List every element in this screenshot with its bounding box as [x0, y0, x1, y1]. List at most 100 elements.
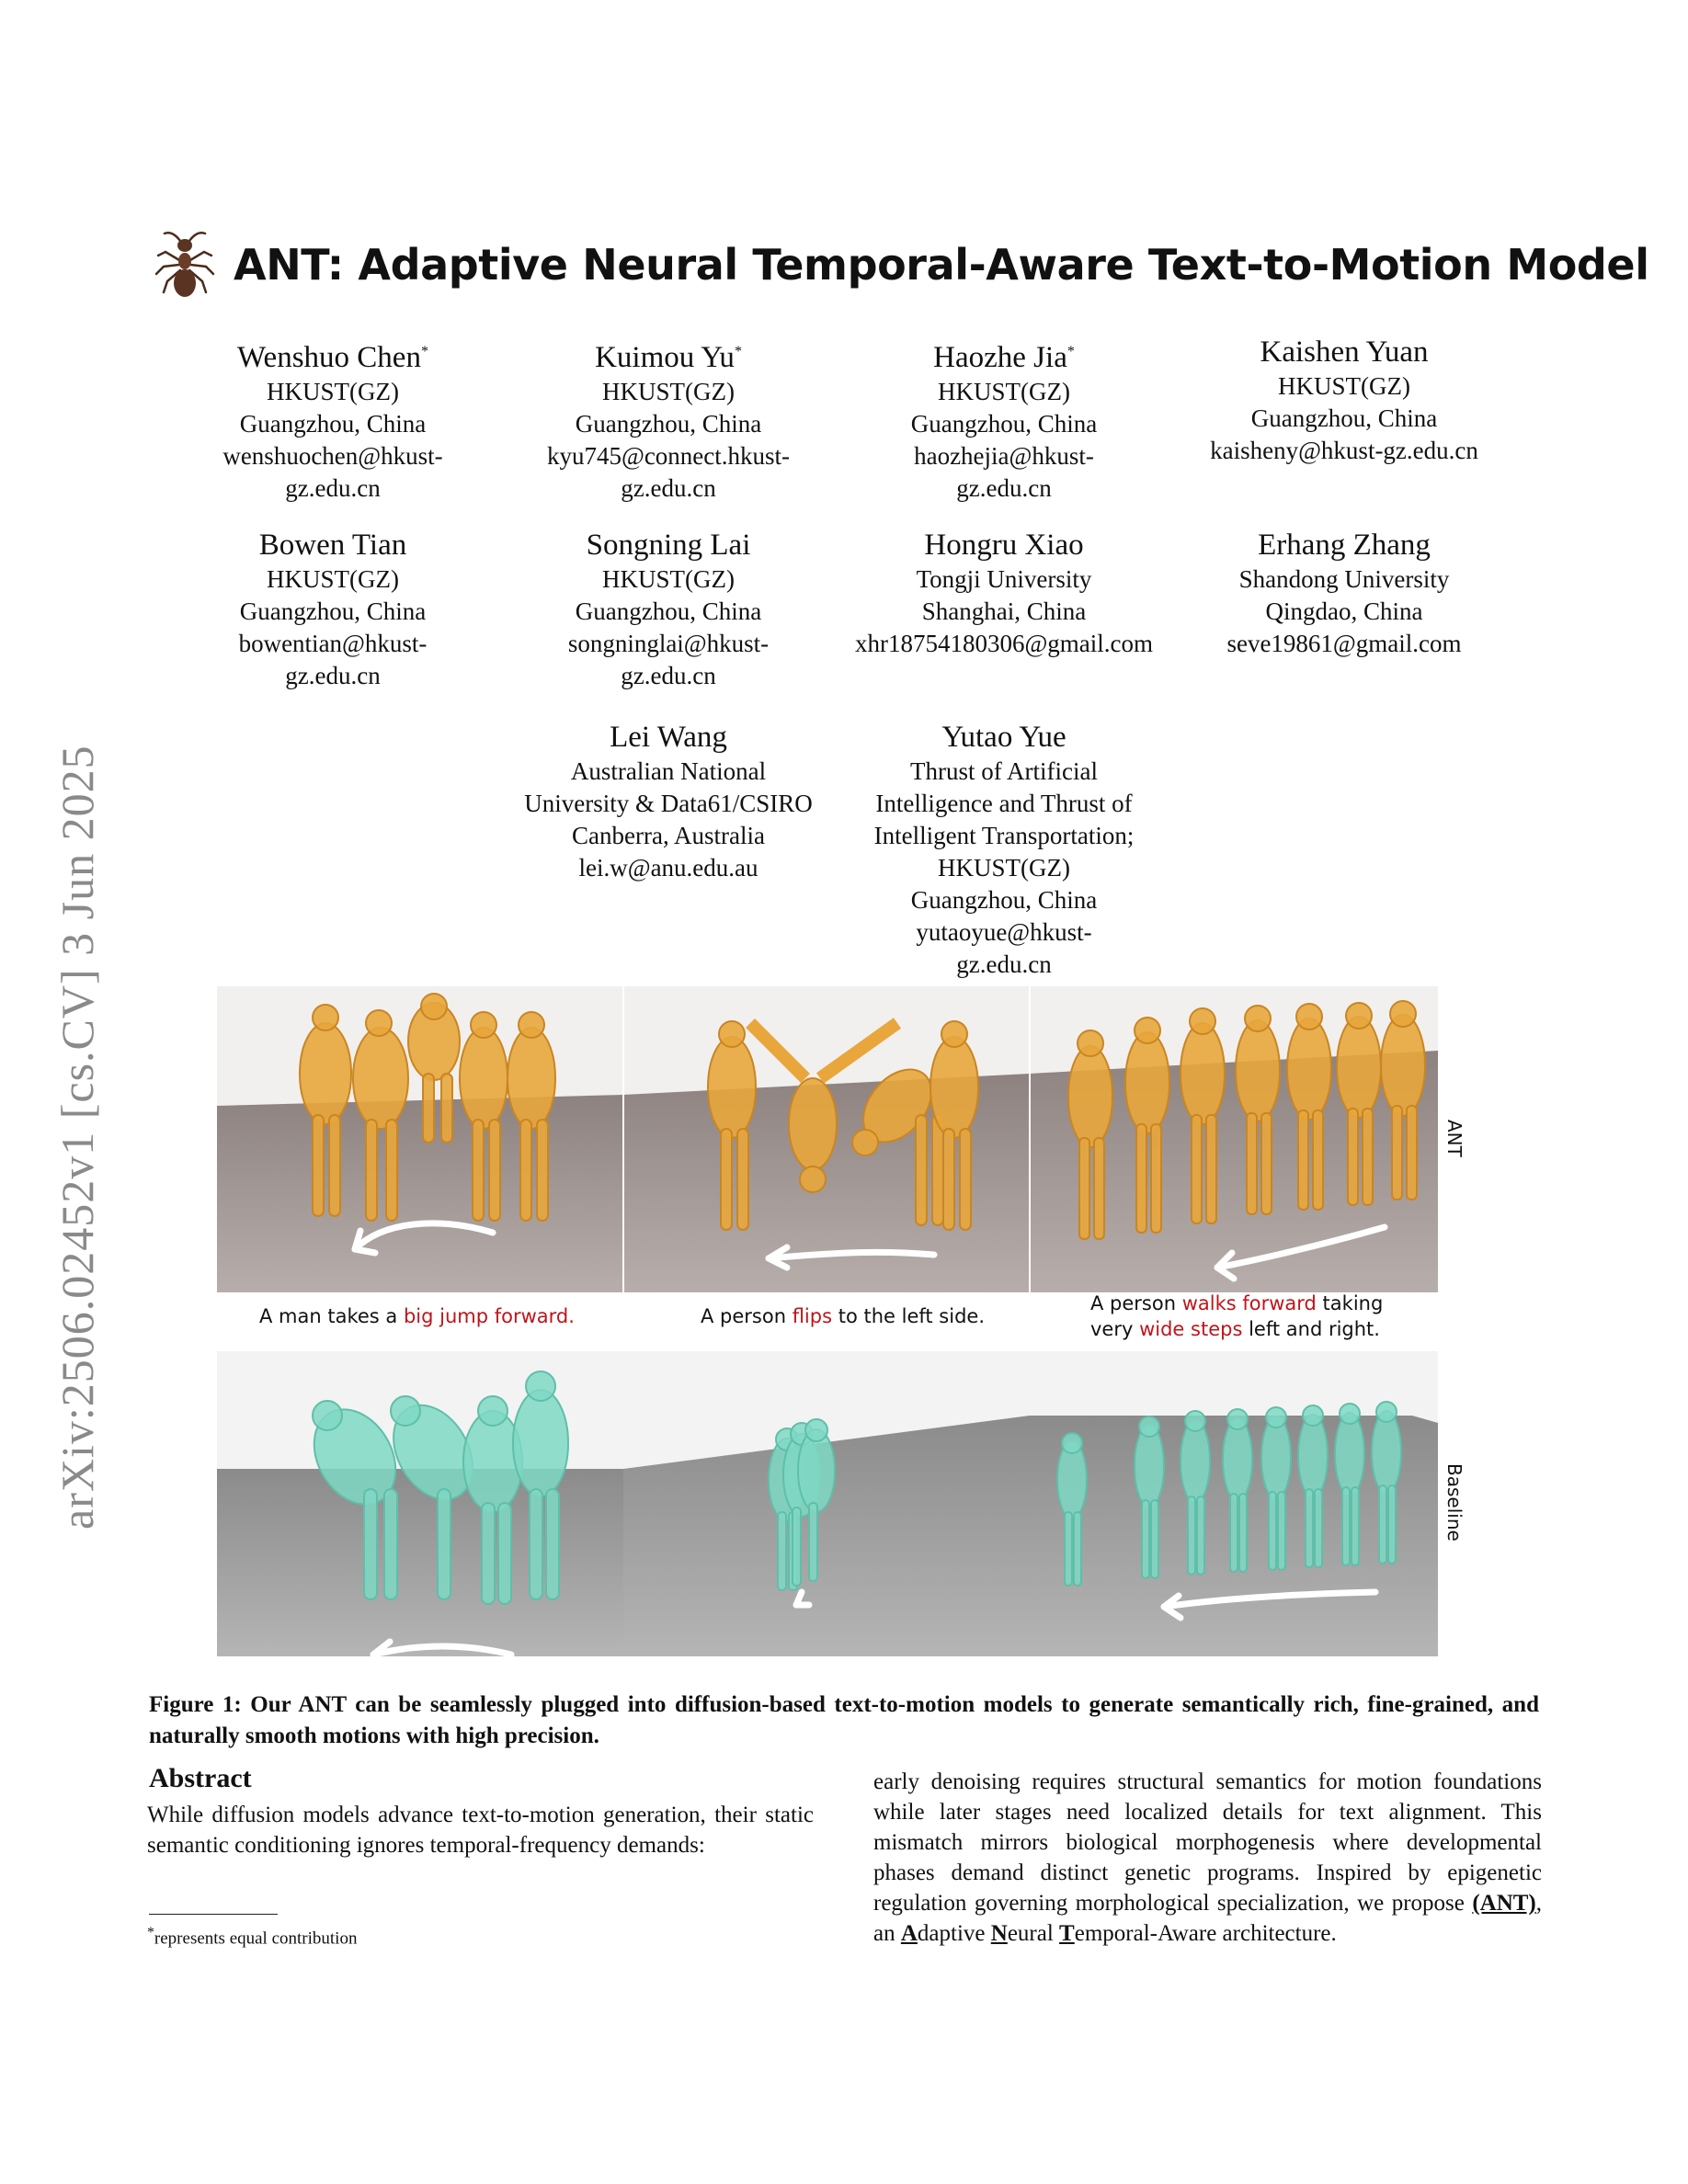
author-line: Guangzhou, China: [575, 410, 762, 438]
row-label-ant: ANT: [1443, 1120, 1466, 1157]
caption-segment: taking: [1316, 1292, 1384, 1314]
author-line: Intelligent Transportation;: [873, 822, 1135, 849]
author-line: Guangzhou, China: [239, 597, 427, 625]
footnote: *represents equal contribution: [147, 1925, 357, 1949]
author-line: gz.edu.cn: [621, 662, 716, 689]
author-line: HKUST(GZ): [938, 378, 1070, 405]
author-line: Shanghai, China: [921, 597, 1087, 625]
acronym-letter: N: [990, 1921, 1008, 1946]
author-block: Kuimou Yu* HKUST(GZ) Guangzhou, China ky…: [503, 334, 834, 505]
author-line: HKUST(GZ): [602, 378, 735, 405]
ant-figure-group: [299, 993, 1426, 1240]
figure-caption: Figure 1: Our ANT can be seamlessly plug…: [149, 1692, 1539, 1748]
author-line: gz.edu.cn: [285, 662, 381, 689]
author-line: gz.edu.cn: [285, 474, 381, 502]
author-name: Hongru Xiao: [924, 529, 1084, 562]
author-name: Kuimou Yu*: [595, 341, 742, 374]
author-line: University & Data61/CSIRO: [524, 790, 813, 817]
baseline-human-figure: [768, 1418, 836, 1591]
baseline-human-figure: [312, 1371, 569, 1605]
abstract-left-column: While diffusion models advance text-to-m…: [147, 1803, 814, 1858]
caption-highlight: wide steps: [1139, 1318, 1243, 1340]
ant-human-figure: [299, 993, 556, 1222]
prompt-caption: A person flips to the left side.: [701, 1305, 985, 1327]
prompt-caption: A man takes a big jump forward.: [259, 1305, 575, 1327]
author-line: kaisheny@hkust-gz.edu.cn: [1210, 437, 1478, 464]
prompt-caption: very wide steps left and right.: [1090, 1318, 1380, 1340]
author-block: Songning Lai HKUST(GZ) Guangzhou, China …: [503, 527, 834, 692]
author-block: Wenshuo Chen* HKUST(GZ) Guangzhou, China…: [167, 334, 498, 505]
abstract-text: , an: [873, 1891, 1542, 1946]
author-line: HKUST(GZ): [267, 565, 399, 593]
author-line: Qingdao, China: [1265, 597, 1423, 625]
author-block: Hongru Xiao Tongji University Shanghai, …: [838, 527, 1169, 660]
abstract-right-column: early denoising requires structural sema…: [873, 1767, 1542, 1949]
author-name: Erhang Zhang: [1258, 529, 1431, 562]
acronym-letter: A: [900, 1921, 918, 1946]
author-line: HKUST(GZ): [602, 565, 735, 593]
abstract-text: daptive: [917, 1921, 991, 1946]
caption-segment: A man takes a: [259, 1305, 404, 1327]
author-name: Wenshuo Chen*: [237, 341, 428, 374]
ant-human-figure: [707, 1018, 979, 1231]
author-line: Intelligence and Thrust of: [875, 790, 1133, 817]
caption-segment: A person: [701, 1305, 793, 1327]
author-line: xhr18754180306@gmail.com: [854, 630, 1154, 657]
author-line: Guangzhou, China: [1250, 404, 1438, 432]
author-line: gz.edu.cn: [956, 950, 1052, 978]
author-name: Bowen Tian: [258, 529, 407, 562]
author-name: Lei Wang: [610, 721, 727, 754]
author-line: bowentian@hkust-: [238, 630, 428, 657]
author-line: gz.edu.cn: [621, 474, 716, 502]
caption-segment: A person: [1090, 1292, 1182, 1314]
author-line: haozhejia@hkust-: [914, 442, 1094, 470]
row-label-baseline: Baseline: [1443, 1463, 1466, 1541]
ant-icon: [154, 232, 215, 297]
author-line: Guangzhou, China: [910, 886, 1098, 914]
footnote-text: represents equal contribution: [154, 1928, 358, 1949]
author-line: Guangzhou, China: [239, 410, 427, 438]
figure-baseline-row: [217, 1351, 1438, 1656]
author-block: Haozhe Jia* HKUST(GZ) Guangzhou, China h…: [838, 334, 1169, 505]
arxiv-identifier: arXiv:2506.02452v1 [cs.CV] 3 Jun 2025: [51, 745, 103, 1530]
author-line: Thrust of Artificial: [910, 757, 1098, 785]
prompt-caption: A person walks forward taking: [1090, 1292, 1383, 1314]
paper-title: ANT: Adaptive Neural Temporal-Aware Text…: [234, 240, 1649, 290]
author-name: Yutao Yue: [941, 721, 1066, 754]
author-block: Erhang Zhang Shandong University Qingdao…: [1174, 527, 1514, 660]
baseline-figure-group: [312, 1371, 1402, 1605]
author-line: Guangzhou, China: [910, 410, 1098, 438]
author-name: Kaishen Yuan: [1260, 336, 1429, 369]
ant-human-figure: [1067, 1000, 1426, 1240]
abstract-text: early denoising requires structural sema…: [873, 1769, 1542, 1916]
author-name: Songning Lai: [586, 529, 751, 562]
author-line: Tongji University: [916, 565, 1092, 593]
author-line: Australian National: [570, 757, 767, 785]
author-block: Yutao Yue Thrust of Artificial Intellige…: [838, 719, 1169, 981]
figure-ant-row: [217, 986, 1438, 1292]
author-line: Canberra, Australia: [572, 822, 765, 849]
abstract-heading: Abstract: [149, 1763, 252, 1793]
caption-segment: to the left side.: [832, 1305, 986, 1327]
author-line: wenshuochen@hkust-: [222, 442, 443, 470]
author-block: Bowen Tian HKUST(GZ) Guangzhou, China bo…: [167, 527, 498, 692]
caption-highlight: walks forward: [1181, 1292, 1317, 1314]
abbreviation: (ANT): [1472, 1891, 1536, 1916]
author-name: Haozhe Jia*: [933, 341, 1075, 374]
caption-segment: very: [1090, 1318, 1140, 1340]
abstract-text: emporal-Aware architecture.: [1074, 1921, 1337, 1946]
caption-segment: left and right.: [1242, 1318, 1380, 1340]
caption-highlight: flips: [792, 1305, 833, 1327]
author-line: gz.edu.cn: [956, 474, 1052, 502]
author-line: lei.w@anu.edu.au: [578, 854, 758, 882]
author-line: seve19861@gmail.com: [1226, 630, 1462, 657]
author-line: HKUST(GZ): [1278, 372, 1410, 400]
author-line: songninglai@hkust-: [567, 630, 770, 657]
caption-highlight: big jump forward.: [403, 1305, 575, 1327]
footnote-rule: [149, 1914, 278, 1915]
author-line: Guangzhou, China: [575, 597, 762, 625]
author-block: Lei Wang Australian National University …: [503, 719, 834, 884]
author-line: HKUST(GZ): [267, 378, 399, 405]
author-block: Kaishen Yuan HKUST(GZ) Guangzhou, China …: [1174, 334, 1514, 467]
author-line: yutaoyue@hkust-: [916, 918, 1092, 946]
